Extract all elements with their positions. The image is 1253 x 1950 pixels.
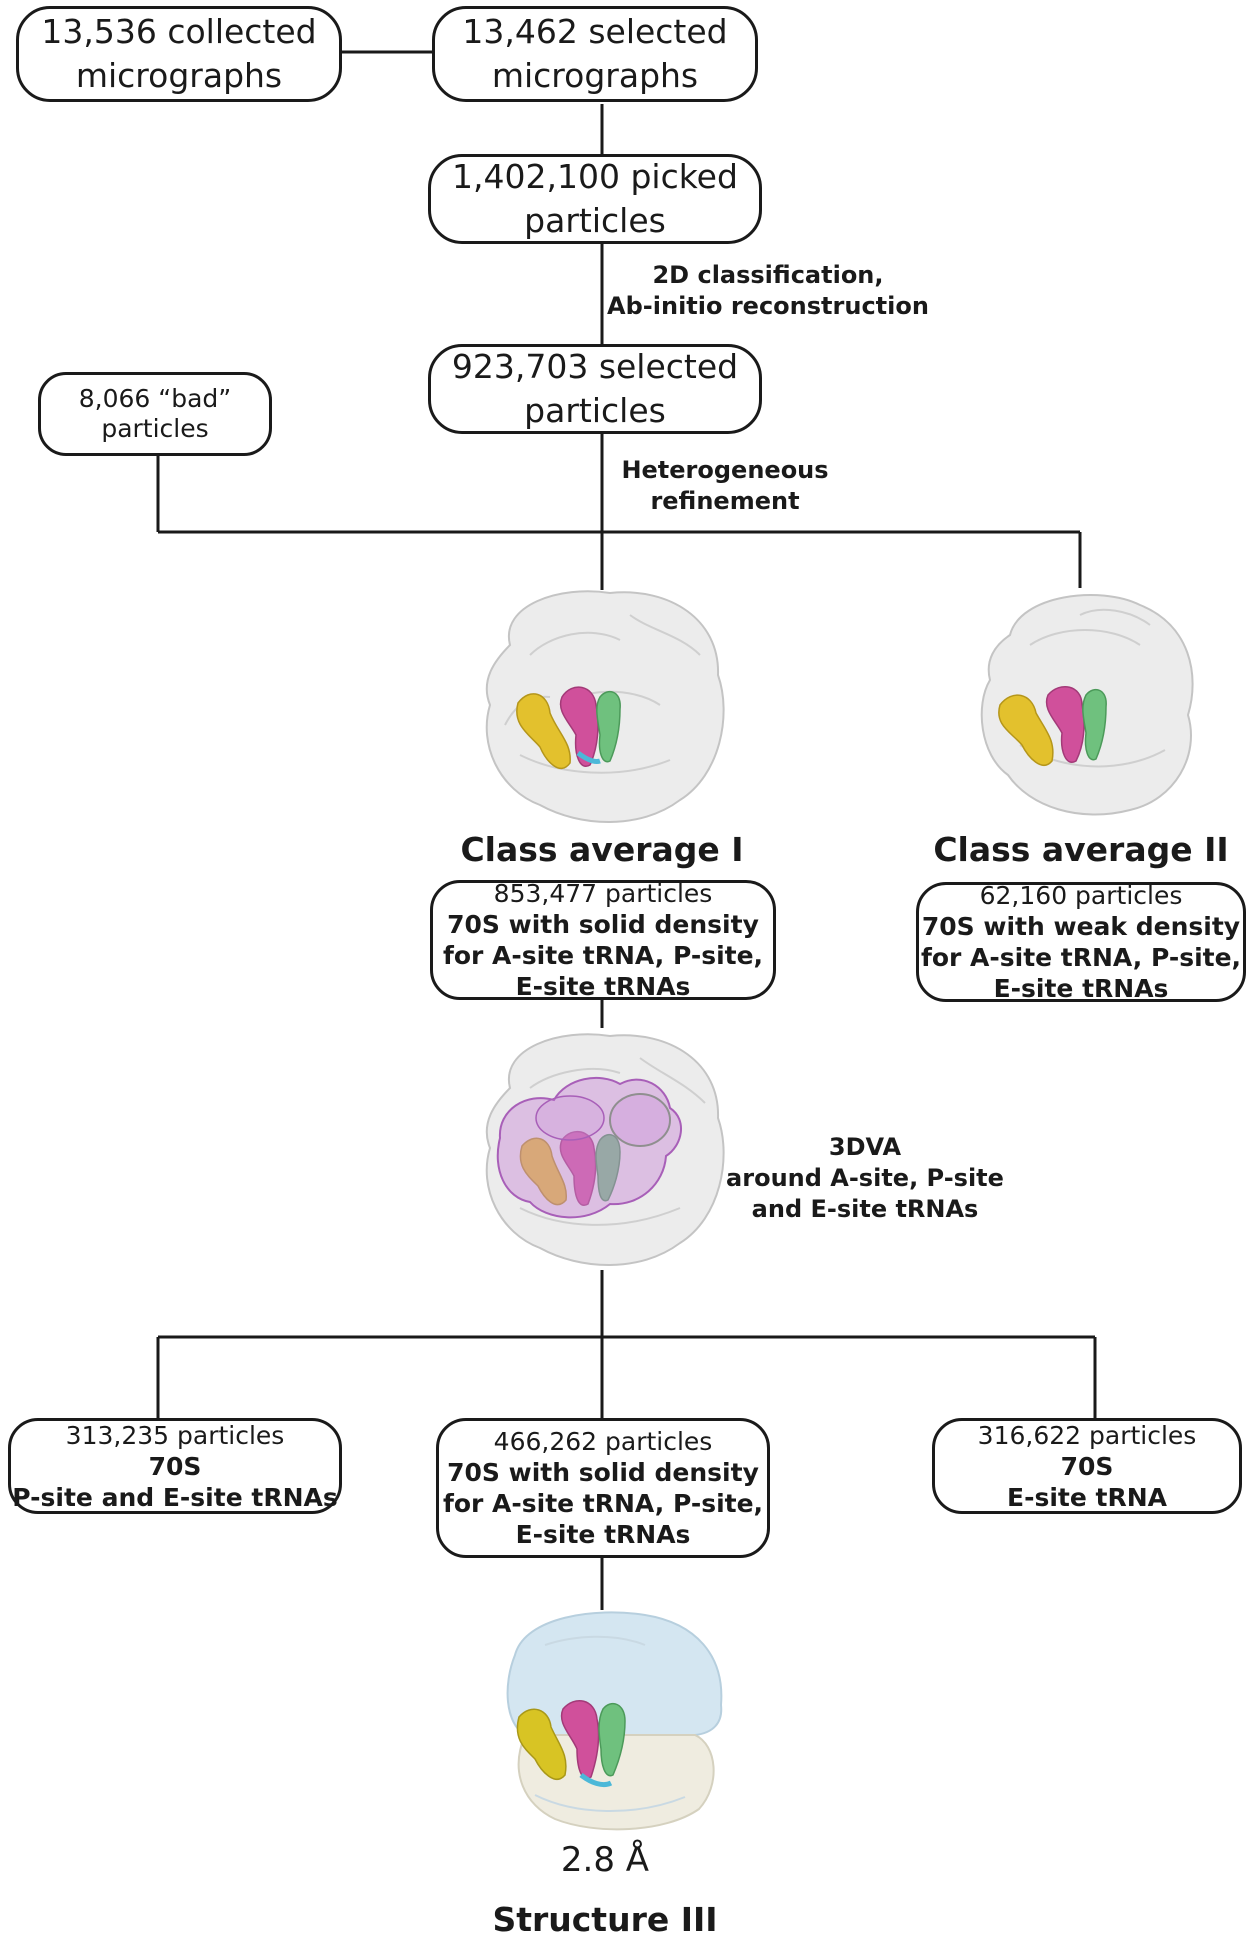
3dva-step-label: 3DVA around A-site, P-site and E-site tR… (715, 1132, 1015, 1225)
class1-desc-2: for A-site tRNA, P-site, (442, 941, 764, 970)
selected-micrographs-line-1: 13,462 selected (462, 12, 728, 51)
middle-class-box: 466,262 particles 70S with solid density… (436, 1418, 770, 1558)
e-site-trna (595, 1133, 621, 1202)
class-average-2-title: Class average II (933, 830, 1229, 869)
class-average-1-map (485, 590, 725, 823)
class1-desc-1: 70S with solid density (447, 910, 759, 939)
left-desc-2: P-site and E-site tRNAs (12, 1482, 338, 1512)
selected-particles-line-1: 923,703 selected (451, 347, 739, 386)
resolution-label: 2.8 Å (560, 1840, 650, 1880)
p-site-trna (559, 686, 599, 767)
middle-count: 466,262 particles (493, 1427, 713, 1456)
picked-line-1: 1,402,100 picked (452, 157, 738, 196)
a-site-trna (998, 694, 1054, 766)
collected-line-2: micrographs (75, 56, 283, 95)
collected-micrographs-box: 13,536 collected micrographs (16, 6, 342, 102)
class2-desc-2: for A-site tRNA, P-site, (920, 943, 1242, 972)
heterogeneous-step-label: Heterogeneous refinement (605, 455, 845, 517)
selected-particles-box: 923,703 selected particles (428, 344, 762, 434)
picked-particles-box: 1,402,100 picked particles (428, 154, 762, 244)
bad-line-1: 8,066 “bad” (78, 384, 232, 413)
classification-line-2: Ab-initio reconstruction (607, 292, 929, 320)
focus-mask (496, 1077, 683, 1219)
class-average-1-title: Class average I (460, 830, 744, 869)
structure-3-map (506, 1611, 723, 1831)
3dva-mask-map (485, 1033, 725, 1266)
selected-micrographs-line-2: micrographs (491, 56, 699, 95)
left-count: 313,235 particles (65, 1420, 285, 1450)
picked-line-2: particles (524, 201, 666, 240)
e-site-trna (596, 690, 621, 763)
a-site-trna (516, 693, 571, 770)
heterogeneous-line-1: Heterogeneous (621, 456, 829, 484)
3dva-line-2: around A-site, P-site (726, 1164, 1004, 1192)
selected-micrographs-box: 13,462 selected micrographs (432, 6, 758, 102)
right-count: 316,622 particles (977, 1420, 1197, 1450)
class-average-1-box: 853,477 particles 70S with solid density… (430, 879, 776, 1001)
right-desc-1: 70S (1060, 1451, 1114, 1481)
bad-line-2: particles (101, 414, 209, 443)
class2-desc-3: E-site tRNAs (993, 974, 1169, 1003)
class1-count: 853,477 particles (493, 879, 713, 908)
mrna (576, 750, 601, 764)
class-average-2-map (980, 594, 1194, 816)
3dva-line-3: and E-site tRNAs (751, 1195, 979, 1223)
right-class-box: 316,622 particles 70S E-site tRNA (932, 1418, 1242, 1514)
middle-desc-2: for A-site tRNA, P-site, (442, 1489, 764, 1518)
selected-particles-line-2: particles (524, 391, 666, 430)
middle-desc-3: E-site tRNAs (515, 1520, 691, 1549)
a-site-trna (516, 1708, 567, 1780)
collected-line-1: 13,536 collected (41, 12, 317, 51)
bad-particles-box: 8,066 “bad” particles (38, 372, 272, 456)
structure-3-title: Structure III (492, 1900, 718, 1939)
class2-count: 62,160 particles (979, 881, 1183, 910)
3dva-line-1: 3DVA (828, 1133, 902, 1161)
large-subunit (506, 1611, 723, 1736)
left-desc-1: 70S (148, 1451, 202, 1481)
a-site-trna (519, 1137, 567, 1206)
left-class-box: 313,235 particles 70S P-site and E-site … (8, 1418, 342, 1514)
middle-desc-1: 70S with solid density (447, 1458, 759, 1487)
class-average-2-box: 62,160 particles 70S with weak density f… (916, 881, 1246, 1003)
right-desc-2: E-site tRNA (1007, 1482, 1167, 1512)
mrna (579, 1773, 613, 1788)
p-site-trna (560, 1699, 600, 1779)
classification-step-label: 2D classification, Ab-initio reconstruct… (598, 260, 938, 322)
classification-line-1: 2D classification, (652, 261, 884, 289)
e-site-trna (598, 1702, 626, 1777)
class1-desc-3: E-site tRNAs (515, 972, 691, 1001)
heterogeneous-line-2: refinement (650, 487, 800, 515)
p-site-trna (1045, 685, 1085, 763)
e-site-trna (1082, 688, 1107, 761)
class2-desc-1: 70S with weak density (921, 912, 1241, 941)
